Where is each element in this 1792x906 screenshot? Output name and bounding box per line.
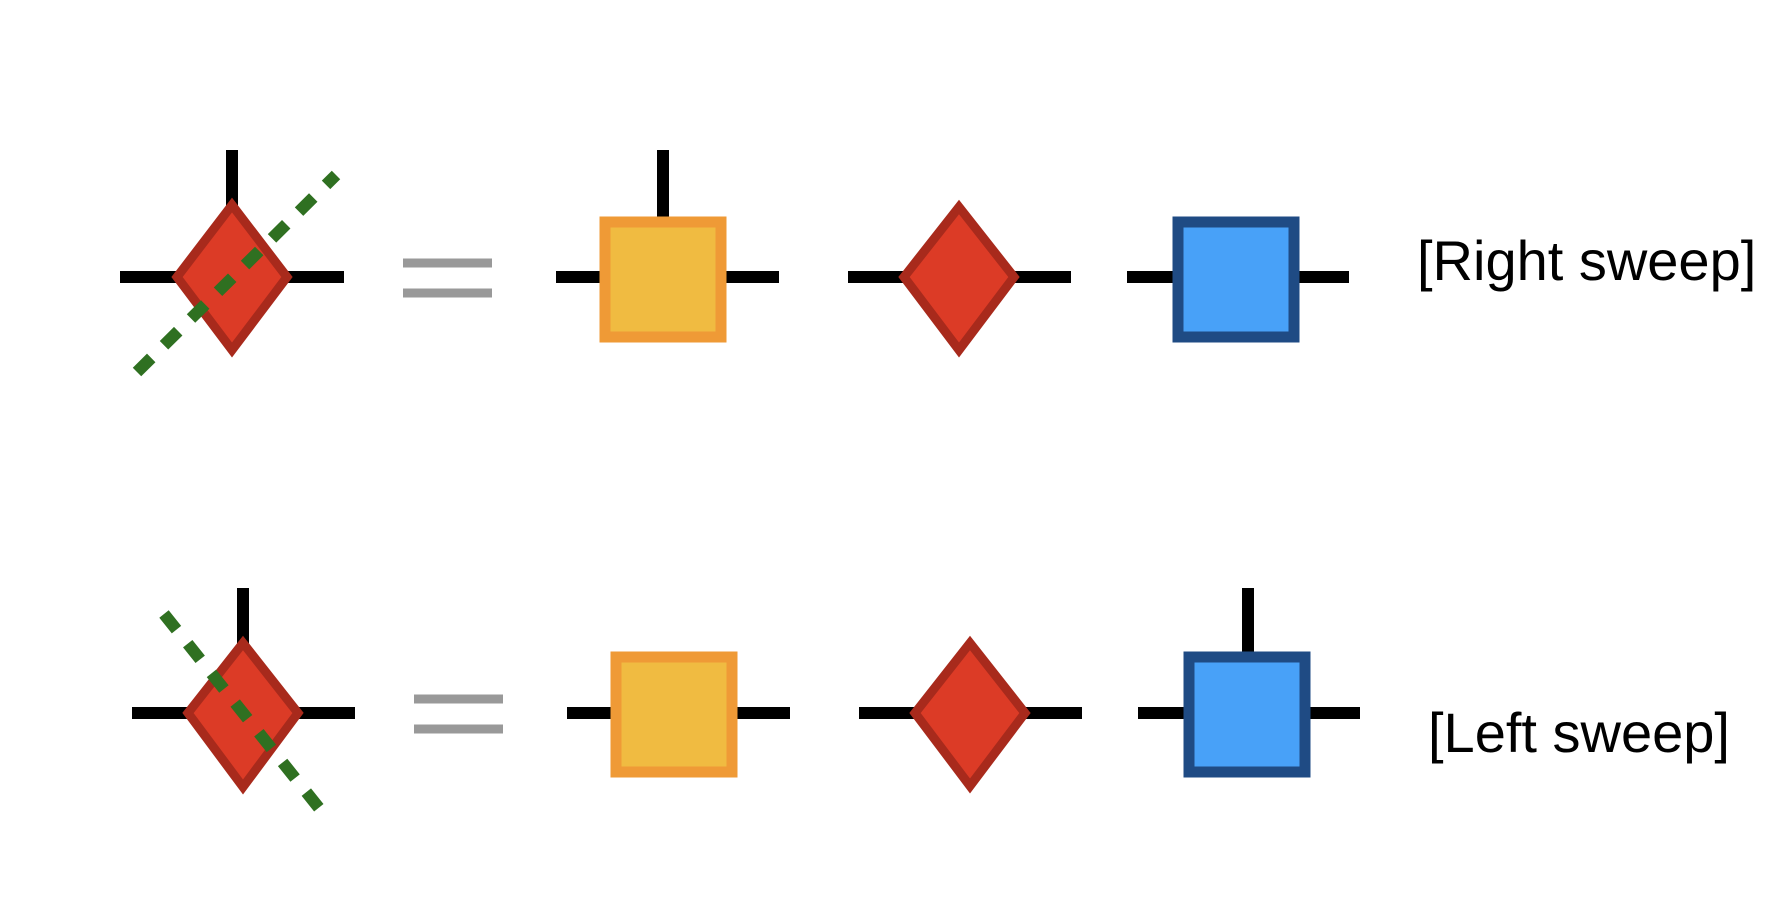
lhs-tensor [132,588,355,817]
right-square-tensor [1138,588,1360,778]
left-square [599,216,727,343]
center-diamond [909,635,1031,794]
row-right-sweep: [Right sweep] [120,150,1756,377]
center-diamond-tensor [859,635,1082,794]
equals-sign-icon [403,258,492,298]
right-square [1183,651,1311,778]
left-square-tensor [567,651,790,778]
row-label-right-sweep: [Right sweep] [1417,229,1756,292]
left-square-tensor [556,150,779,343]
row-left-sweep: [Left sweep] [132,588,1730,817]
lhs-cut-line [159,610,328,817]
equals-sign-icon [414,694,503,734]
center-diamond-tensor [848,199,1071,358]
lhs-cut-line [132,170,341,377]
center-diamond [898,199,1020,358]
row-label-left-sweep: [Left sweep] [1428,701,1730,764]
right-square [1172,216,1300,343]
right-square-tensor [1127,216,1349,343]
lhs-tensor [120,150,344,377]
left-square [610,651,738,778]
